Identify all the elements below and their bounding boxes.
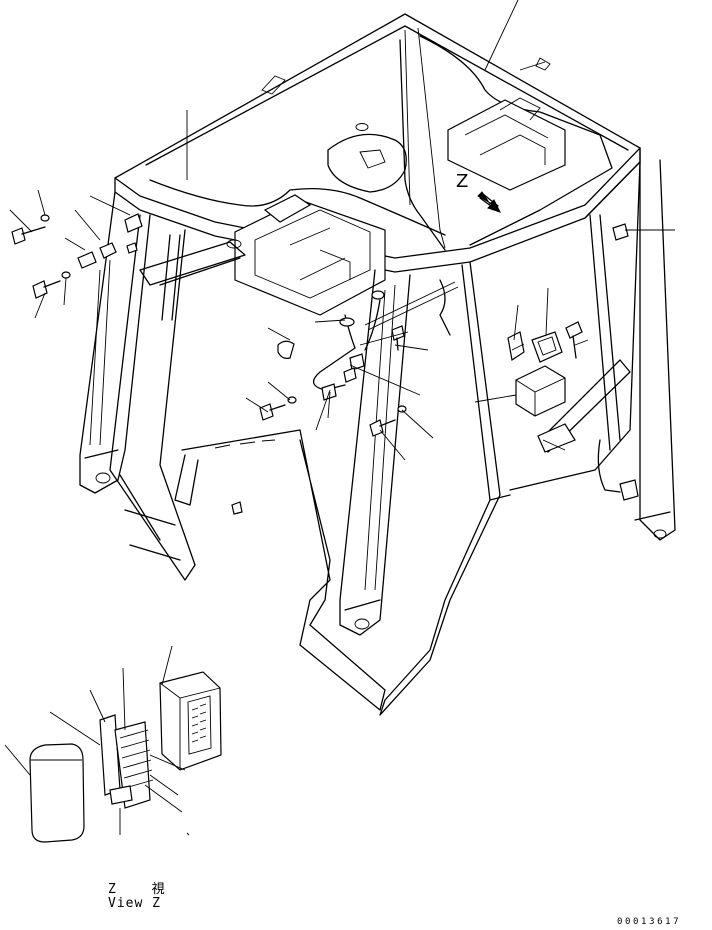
bolt-right	[565, 321, 583, 359]
leader-lines	[9, 0, 675, 461]
right-side-bracket	[537, 359, 631, 453]
nut-rear-frame	[231, 501, 243, 515]
air-conditioner-unit	[234, 194, 386, 316]
left-door-frame	[109, 214, 196, 581]
roof-wiring-harness	[149, 35, 613, 251]
right-rear-pillar	[634, 147, 676, 541]
center-pillar	[339, 269, 411, 636]
fuse-holder	[99, 714, 154, 809]
bolt-lower-left	[32, 280, 61, 299]
document-number: 00013617	[617, 917, 682, 927]
side-connector	[597, 439, 639, 501]
view-z-leaders	[4, 645, 190, 836]
fuse-box	[159, 671, 222, 771]
wiper-linkage	[139, 239, 246, 286]
switch	[531, 331, 563, 363]
roof-duct	[327, 123, 407, 193]
bolt-center	[259, 396, 297, 421]
fuse-box-cover	[29, 743, 85, 843]
bolt-center-right	[369, 405, 407, 437]
center-wiring	[313, 279, 459, 391]
left-brackets	[77, 213, 143, 269]
bolt-upper-left	[11, 226, 46, 245]
connector-plug	[507, 331, 525, 362]
bolt-vertical	[391, 325, 405, 351]
right-front-door	[379, 161, 641, 716]
left-front-pillar	[79, 191, 151, 494]
rear-window-frame	[174, 429, 386, 711]
view-label-english: View Z	[108, 896, 161, 911]
dome-light	[277, 340, 295, 359]
washer-lower-left	[61, 271, 71, 279]
relay-box	[515, 365, 566, 417]
harness-clips	[321, 353, 365, 401]
view-z-marker: Z	[456, 171, 469, 192]
view-label-japanese: Z 視	[108, 882, 179, 897]
washer-upper-left	[40, 214, 50, 222]
roof-heater-unit	[447, 97, 566, 191]
view-z-arrow	[477, 191, 501, 213]
clip-right-pillar	[612, 223, 629, 241]
